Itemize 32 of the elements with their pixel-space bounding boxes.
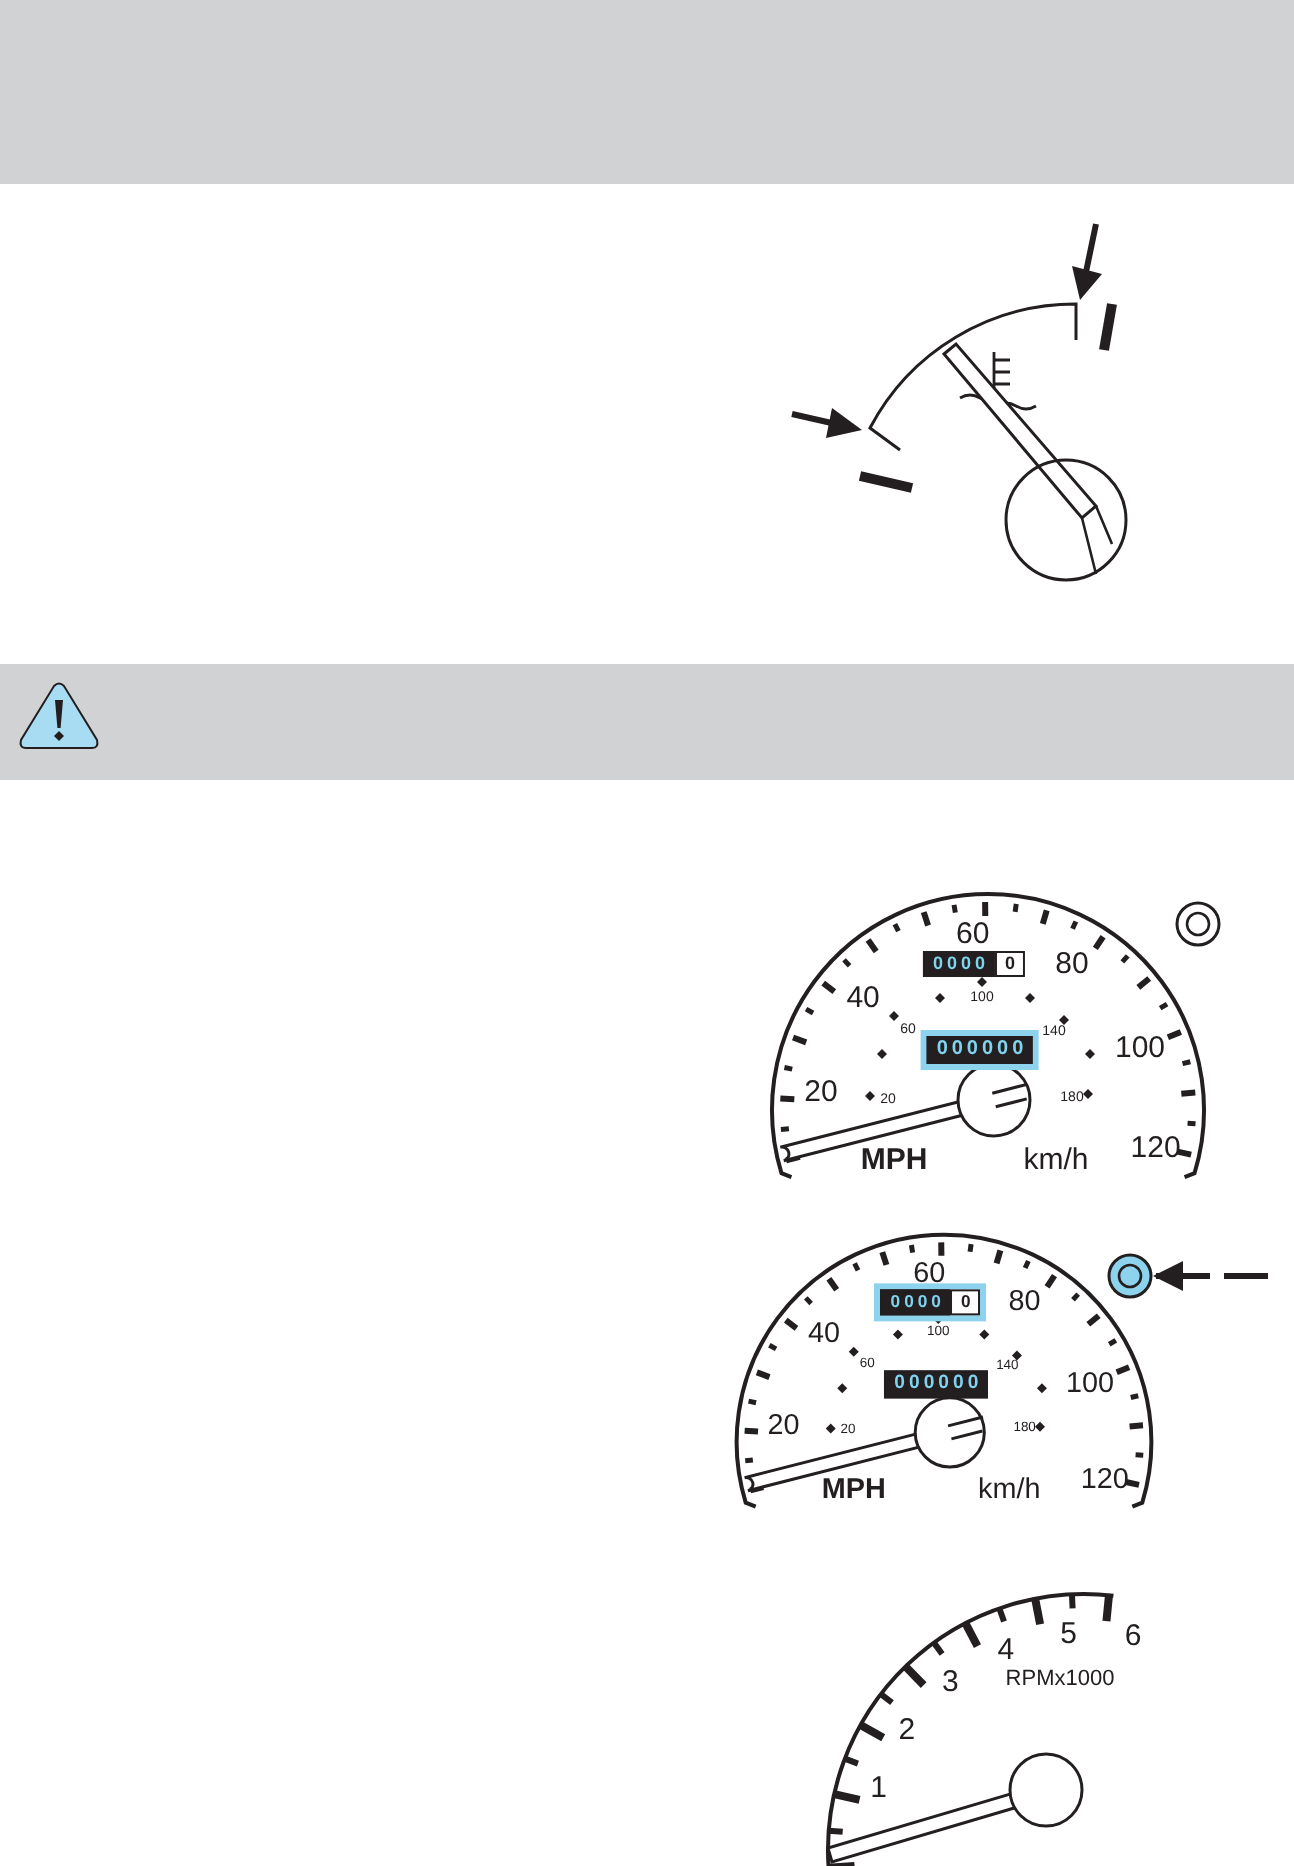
speed-number: 120 xyxy=(1080,1464,1129,1494)
trip-odometer-digits: 0000 xyxy=(880,1289,951,1315)
trip-odometer-digit: 0 xyxy=(995,951,1026,977)
reset-button xyxy=(1106,1252,1154,1300)
arrow xyxy=(1153,1261,1268,1291)
rpm-number: 4 xyxy=(997,1634,1015,1665)
unit-label: km/h xyxy=(978,1475,1041,1505)
speed-number: 80 xyxy=(1055,949,1089,980)
rpm-number: 6 xyxy=(1124,1620,1142,1651)
reset-button xyxy=(1174,900,1222,948)
rpm-number: 2 xyxy=(898,1715,916,1746)
rpm-number: 1 xyxy=(870,1773,887,1804)
speed-number: 60 xyxy=(913,1259,946,1289)
unit-label: km/h xyxy=(1023,1145,1089,1175)
rpm-number: 3 xyxy=(942,1667,959,1698)
speed-number: 40 xyxy=(808,1319,841,1349)
trip-odometer-digits: 0000 xyxy=(922,951,995,977)
speed-number: 100 xyxy=(1115,1033,1166,1064)
unit-label: MPH xyxy=(821,1475,886,1505)
speed-number: 60 xyxy=(955,919,990,950)
speed-number: 40 xyxy=(846,982,880,1013)
unit-label: MPH xyxy=(860,1145,928,1175)
speed-number: 80 xyxy=(1008,1287,1041,1317)
odometer-digits: 000000 xyxy=(926,1036,1034,1064)
speed-number: 20 xyxy=(804,1077,838,1108)
odometer-digits: 000000 xyxy=(884,1370,989,1398)
trip-odometer-digit: 0 xyxy=(950,1289,981,1315)
speed-number: 20 xyxy=(767,1410,800,1440)
speed-number: 100 xyxy=(1065,1368,1114,1398)
speed-number: 120 xyxy=(1130,1133,1181,1164)
rpm-number: 5 xyxy=(1060,1618,1077,1649)
unit-label: RPMx1000 xyxy=(1005,1669,1115,1691)
